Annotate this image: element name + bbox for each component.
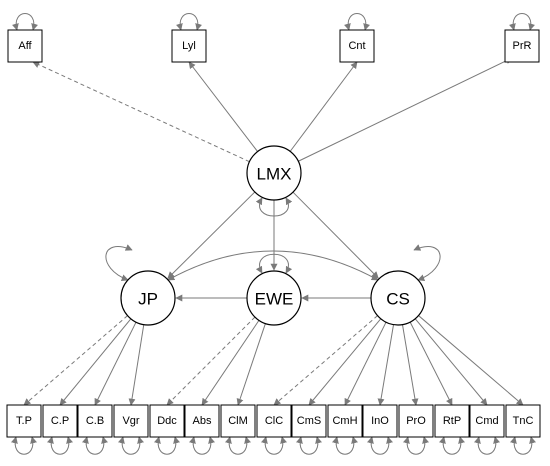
- edge-jp-tp: [23, 315, 128, 406]
- latent-ewe-label: EWE: [255, 290, 294, 309]
- edge-cs-12: [409, 321, 453, 406]
- edge-jp-cs-covariance: [167, 250, 379, 281]
- indicator-prr-label: PrR: [513, 40, 532, 52]
- edge-cs-clc: [273, 315, 378, 406]
- variance-loop-bottom-2: [82, 436, 108, 455]
- indicator-abs-label: Abs: [193, 415, 212, 427]
- indicator-tnc-label: TnC: [513, 415, 534, 427]
- latent-jp-label: JP: [138, 290, 158, 309]
- variance-loop-top-0: [11, 13, 39, 31]
- indicator-aff: Aff: [7, 29, 43, 63]
- indicator-cp: C.P: [42, 404, 78, 438]
- edge-cs-14: [418, 315, 524, 406]
- indicator-prr: PrR: [504, 29, 540, 63]
- variance-loop-bottom-12: [439, 436, 465, 455]
- edge-jp-vgr: [128, 324, 145, 406]
- latent-jp: JP: [120, 270, 176, 326]
- edge-cs-10: [377, 324, 395, 406]
- indicator-ddc: Ddc: [149, 404, 185, 438]
- path-edges: [23, 57, 524, 406]
- edge-cs-11: [401, 324, 419, 406]
- variance-loop-bottom-14: [510, 436, 536, 455]
- variance-loop-bottom-10: [367, 436, 393, 455]
- variance-loop-bottom-11: [403, 436, 429, 455]
- indicator-pro-label: PrO: [406, 415, 426, 427]
- edge-lmx-cnt: [289, 61, 358, 152]
- indicator-rtp: RtP: [434, 404, 470, 438]
- indicator-clc-label: ClC: [265, 415, 283, 427]
- variance-loop-lmx: [255, 197, 293, 217]
- indicator-vgr-label: Vgr: [122, 415, 139, 427]
- indicator-cmh-label: CmH: [332, 415, 357, 427]
- edge-lmx-prr: [298, 57, 513, 162]
- edge-cs-8: [308, 318, 382, 406]
- indicator-cmd: Cmd: [469, 404, 505, 438]
- indicator-cmd-label: Cmd: [475, 415, 498, 427]
- indicator-ino: InO: [362, 404, 398, 438]
- indicator-lyl-label: Lyl: [182, 40, 196, 52]
- variance-loop-ewe: [255, 253, 293, 274]
- indicator-ddc-label: Ddc: [157, 415, 177, 427]
- indicator-pro: PrO: [398, 404, 434, 438]
- indicator-cnt-label: Cnt: [348, 40, 365, 52]
- edge-ewe-clm: [236, 323, 266, 406]
- indicator-cp-label: C.P: [51, 415, 69, 427]
- variance-loop-bottom-6: [225, 436, 251, 455]
- indicator-vgr: Vgr: [113, 404, 149, 438]
- variance-loop-top-3: [508, 13, 536, 31]
- variance-loop-bottom-3: [118, 436, 144, 455]
- edge-lmx-lyl: [188, 61, 258, 152]
- indicator-rtp-label: RtP: [443, 415, 461, 427]
- edge-lmx-aff: [32, 61, 250, 163]
- indicator-clm-label: ClM: [228, 415, 248, 427]
- latent-cs: CS: [370, 270, 426, 326]
- latent-ewe: EWE: [246, 270, 302, 326]
- indicator-clc: ClC: [256, 404, 292, 438]
- edge-jp-cb: [94, 321, 137, 406]
- indicator-tp: T.P: [6, 404, 42, 438]
- indicator-ino-label: InO: [371, 415, 389, 427]
- variance-loop-bottom-4: [154, 436, 180, 455]
- variance-loop-bottom-0: [11, 436, 37, 455]
- variance-loop-bottom-8: [296, 436, 322, 455]
- indicator-tp-label: T.P: [16, 415, 32, 427]
- latent-cs-label: CS: [386, 290, 410, 309]
- indicator-cms-label: CmS: [297, 415, 321, 427]
- variance-loop-bottom-7: [261, 436, 287, 455]
- latent-lmx-label: LMX: [257, 165, 292, 184]
- indicator-aff-label: Aff: [18, 40, 32, 52]
- edge-cs-9: [344, 321, 387, 406]
- variance-loop-jp: [105, 244, 133, 282]
- variance-loops: [11, 13, 536, 455]
- variance-loop-bottom-1: [47, 436, 73, 455]
- indicator-cb-label: C.B: [86, 415, 104, 427]
- edge-lmx-cs: [292, 191, 379, 279]
- indicator-clm: ClM: [220, 404, 256, 438]
- variance-loop-top-1: [175, 13, 203, 31]
- variance-loop-bottom-5: [189, 436, 215, 455]
- indicator-cms: CmS: [291, 404, 327, 438]
- edge-lmx-jp: [167, 191, 256, 279]
- indicator-cb: C.B: [77, 404, 113, 438]
- latent-lmx: LMX: [246, 145, 302, 201]
- indicator-tnc: TnC: [505, 404, 541, 438]
- edge-cs-13: [414, 318, 488, 406]
- indicator-abs: Abs: [184, 404, 220, 438]
- variance-loop-cs: [413, 244, 441, 282]
- edge-ewe-abs: [201, 320, 260, 406]
- edge-jp-cp: [59, 318, 132, 406]
- variance-loop-bottom-9: [332, 436, 358, 455]
- variance-loop-bottom-13: [474, 436, 500, 455]
- indicator-cnt: Cnt: [339, 29, 375, 63]
- indicator-cmh: CmH: [327, 404, 363, 438]
- indicator-lyl: Lyl: [171, 29, 207, 63]
- variance-loop-top-2: [343, 13, 371, 31]
